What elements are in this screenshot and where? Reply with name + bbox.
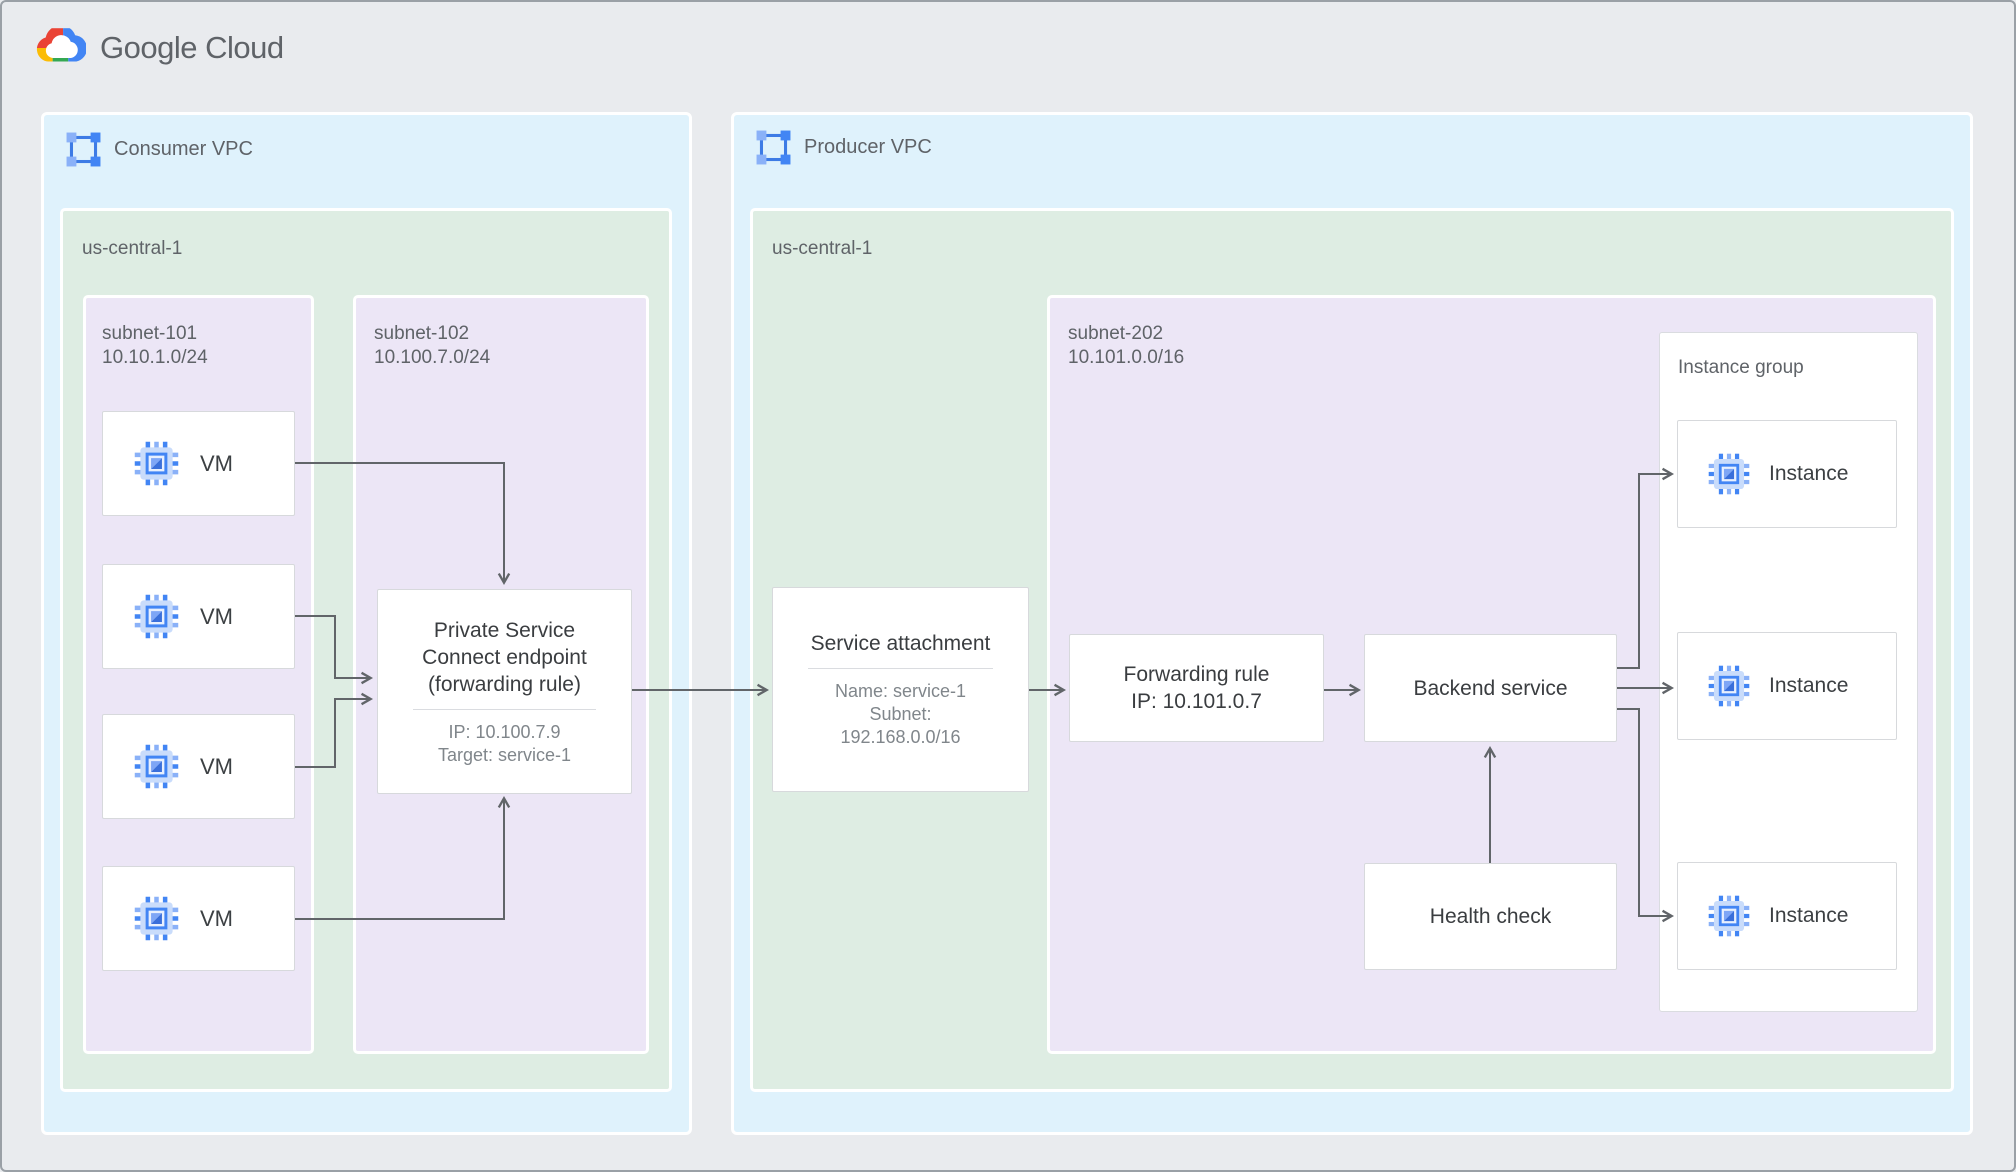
forwarding-rule-node: Forwarding rule IP: 10.101.0.7 <box>1069 634 1324 742</box>
psc-endpoint-node: Private Service Connect endpoint (forwar… <box>377 589 632 794</box>
subnet-202-name: subnet-202 <box>1068 323 1164 344</box>
producer-vpc-label: Producer VPC <box>804 136 932 158</box>
consumer-vpc-label: Consumer VPC <box>114 138 253 160</box>
producer-region-label: us-central-1 <box>772 238 873 259</box>
consumer-region-label: us-central-1 <box>82 238 183 259</box>
health-check-title: Health check <box>1429 905 1552 928</box>
vm-label: VM <box>200 753 233 779</box>
subnet-102-name: subnet-102 <box>374 323 470 344</box>
service-attachment-title: Service attachment <box>810 632 991 655</box>
service-attachment-node: Service attachment Name: service-1 Subne… <box>772 587 1029 792</box>
instance-node-1: Instance <box>1677 420 1897 528</box>
instance-label: Instance <box>1769 904 1849 927</box>
service-attachment-subnet-cidr: 192.168.0.0/16 <box>840 727 961 747</box>
service-attachment-subnet-label: Subnet: <box>869 704 932 724</box>
vpc-network-icon <box>755 129 792 166</box>
google-cloud-logo-text: Google Cloud <box>100 30 284 65</box>
psc-endpoint-ip: IP: 10.100.7.9 <box>448 721 561 742</box>
instance-node-2: Instance <box>1677 632 1897 740</box>
instance-label: Instance <box>1769 674 1849 697</box>
producer-vpc-header: Producer VPC <box>755 129 932 166</box>
compute-engine-icon <box>1708 453 1750 495</box>
vpc-network-icon <box>65 131 102 168</box>
forwarding-rule-title: Forwarding rule <box>1123 663 1270 686</box>
subnet-102-cidr: 10.100.7.0/24 <box>374 347 491 368</box>
consumer-vpc-header: Consumer VPC <box>65 131 253 168</box>
vm-node-1: VM <box>102 411 295 516</box>
divider <box>808 668 993 669</box>
compute-engine-icon <box>134 594 179 639</box>
vm-node-4: VM <box>102 866 295 971</box>
health-check-node: Health check <box>1364 863 1617 970</box>
instance-label: Instance <box>1769 462 1849 485</box>
instance-node-3: Instance <box>1677 862 1897 970</box>
vm-label: VM <box>200 450 233 476</box>
service-attachment-name: Name: service-1 <box>834 681 967 701</box>
subnet-101-name: subnet-101 <box>102 323 198 344</box>
google-cloud-logo: Google Cloud <box>36 28 284 68</box>
compute-engine-icon <box>1708 895 1750 937</box>
subnet-101-cidr: 10.10.1.0/24 <box>102 347 208 368</box>
instance-group-label: Instance group <box>1678 357 1804 378</box>
forwarding-rule-ip: IP: 10.101.0.7 <box>1131 690 1262 713</box>
vm-node-2: VM <box>102 564 295 669</box>
subnet-102-label: subnet-102 10.100.7.0/24 <box>374 322 490 370</box>
psc-endpoint-target: Target: service-1 <box>437 744 572 765</box>
subnet-202-cidr: 10.101.0.0/16 <box>1068 347 1185 368</box>
backend-service-title: Backend service <box>1413 676 1568 700</box>
compute-engine-icon <box>134 896 179 941</box>
subnet-101-label: subnet-101 10.10.1.0/24 <box>102 322 208 370</box>
vm-label: VM <box>200 905 233 931</box>
compute-engine-icon <box>134 744 179 789</box>
backend-service-node: Backend service <box>1364 634 1617 742</box>
divider <box>413 708 596 710</box>
vm-label: VM <box>200 603 233 629</box>
google-cloud-icon <box>36 28 86 62</box>
compute-engine-icon <box>1708 665 1750 707</box>
vm-node-3: VM <box>102 714 295 819</box>
psc-endpoint-title: Private Service Connect endpoint (forwar… <box>422 618 587 696</box>
subnet-202-label: subnet-202 10.101.0.0/16 <box>1068 322 1184 370</box>
compute-engine-icon <box>134 441 179 486</box>
